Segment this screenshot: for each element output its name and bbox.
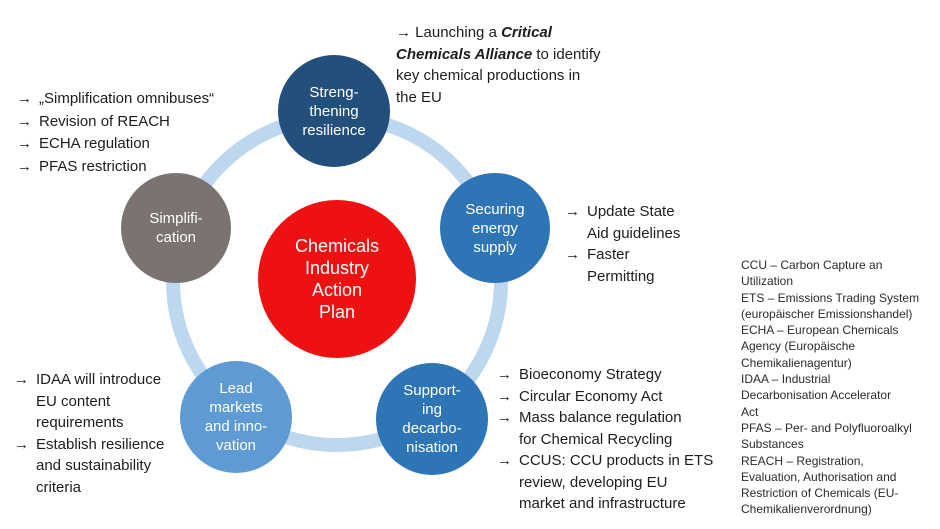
list-item: REACH – Registration, Evaluation, Author… <box>741 453 937 518</box>
arrow-icon: → <box>497 409 512 426</box>
arrow-icon: → <box>497 452 512 469</box>
list-item-text: Establish resilience and sustainability … <box>36 435 165 496</box>
list-item: ETS – Emissions Trading System (europäis… <box>741 290 937 323</box>
note-list-simplification: → „Simplification omnibuses“ → Revision of … <box>17 88 214 178</box>
list-item-text: IDAA – Industrial Decarbonisation Accele… <box>741 372 892 419</box>
list-item: → „Simplification omnibuses“ <box>17 88 214 111</box>
list-item-text: Update State Aid guidelines <box>587 203 681 242</box>
list-item: → Update State Aid guidelines <box>565 201 680 244</box>
list-item: ECHA – European Chemicals Agency (Europä… <box>741 322 937 371</box>
arrow-icon: → <box>14 435 29 453</box>
note-critical-chemicals-alliance: → Launching a Critical Chemicals Allianc… <box>396 22 628 108</box>
arrow-icon: → <box>17 90 32 107</box>
list-item-text: Circular Economy Act <box>519 387 663 405</box>
list-item-text: ECHA regulation <box>39 135 150 152</box>
arrow-icon: → <box>497 387 512 405</box>
arrow-icon: → <box>17 112 32 130</box>
list-item: → IDAA will introduce EU content requirem… <box>14 369 164 434</box>
list-item: → Revision of REACH <box>17 111 214 134</box>
note-text-segment: Critical Chemicals Alliance <box>396 24 552 63</box>
list-item-text: Revision of REACH <box>39 112 170 130</box>
list-item: → Faster Permitting <box>565 244 680 287</box>
arrow-icon: → <box>17 135 32 152</box>
list-item-text: CCUS: CCU products in ETS review, develo… <box>519 452 714 512</box>
list-item-text: „Simplification omnibuses“ <box>39 90 215 107</box>
list-item-text: ETS – Emissions Trading System (europäis… <box>741 290 920 321</box>
arrow-icon: → <box>396 24 416 41</box>
list-item-text: Mass balance regulation for Chemical Rec… <box>519 409 682 448</box>
list-item: → ECHA regulation <box>17 133 214 156</box>
note-list-lead-markets: → IDAA will introduce EU content requirem… <box>14 369 164 498</box>
note-list-decarbonisation: → Bioeconomy Strategy → Circular Economy Ac… <box>497 364 713 515</box>
list-item: → PFAS restriction <box>17 156 214 179</box>
list-item-text: Faster Permitting <box>587 246 655 285</box>
arrow-icon: → <box>565 246 580 263</box>
list-item: → Mass balance regulation for Chemical Re… <box>497 407 713 450</box>
arrow-icon: → <box>17 157 32 175</box>
arrow-icon: → <box>565 203 580 220</box>
list-item: → Circular Economy Act <box>497 386 713 408</box>
list-item-text: Bioeconomy Strategy <box>519 366 662 383</box>
list-item: → Establish resilience and sustainability… <box>14 434 164 499</box>
arrow-icon: → <box>14 371 29 388</box>
note-text-segment: to identify key chemical productions in … <box>396 45 601 106</box>
list-item-text: PFAS restriction <box>39 157 147 175</box>
list-item: CCU – Carbon Capture an Utilization <box>741 257 937 290</box>
circle-simplification: Simplifi-cation <box>121 173 231 283</box>
list-item-text: IDAA will introduce EU content requireme… <box>36 371 162 431</box>
arrow-icon: → <box>497 366 512 383</box>
list-item-text: REACH – Registration, Evaluation, Author… <box>741 453 899 517</box>
list-item-text: CCU – Carbon Capture an Utilization <box>741 258 883 289</box>
list-item: IDAA – Industrial Decarbonisation Accele… <box>741 371 937 420</box>
list-item: PFAS – Per- and Polyfluoroalkyl Substanc… <box>741 420 937 453</box>
list-item-text: ECHA – European Chemicals Agency (Europä… <box>741 323 899 370</box>
note-text-segment: Launching a <box>415 24 502 41</box>
list-item: → Bioeconomy Strategy <box>497 364 713 386</box>
list-item: → CCUS: CCU products in ETS review, devel… <box>497 450 713 515</box>
circle-label: Simplifi-cation <box>149 210 203 246</box>
note-list-energy: → Update State Aid guidelines → Faster Perm… <box>565 201 680 287</box>
list-item-text: PFAS – Per- and Polyfluoroalkyl Substanc… <box>741 420 912 452</box>
